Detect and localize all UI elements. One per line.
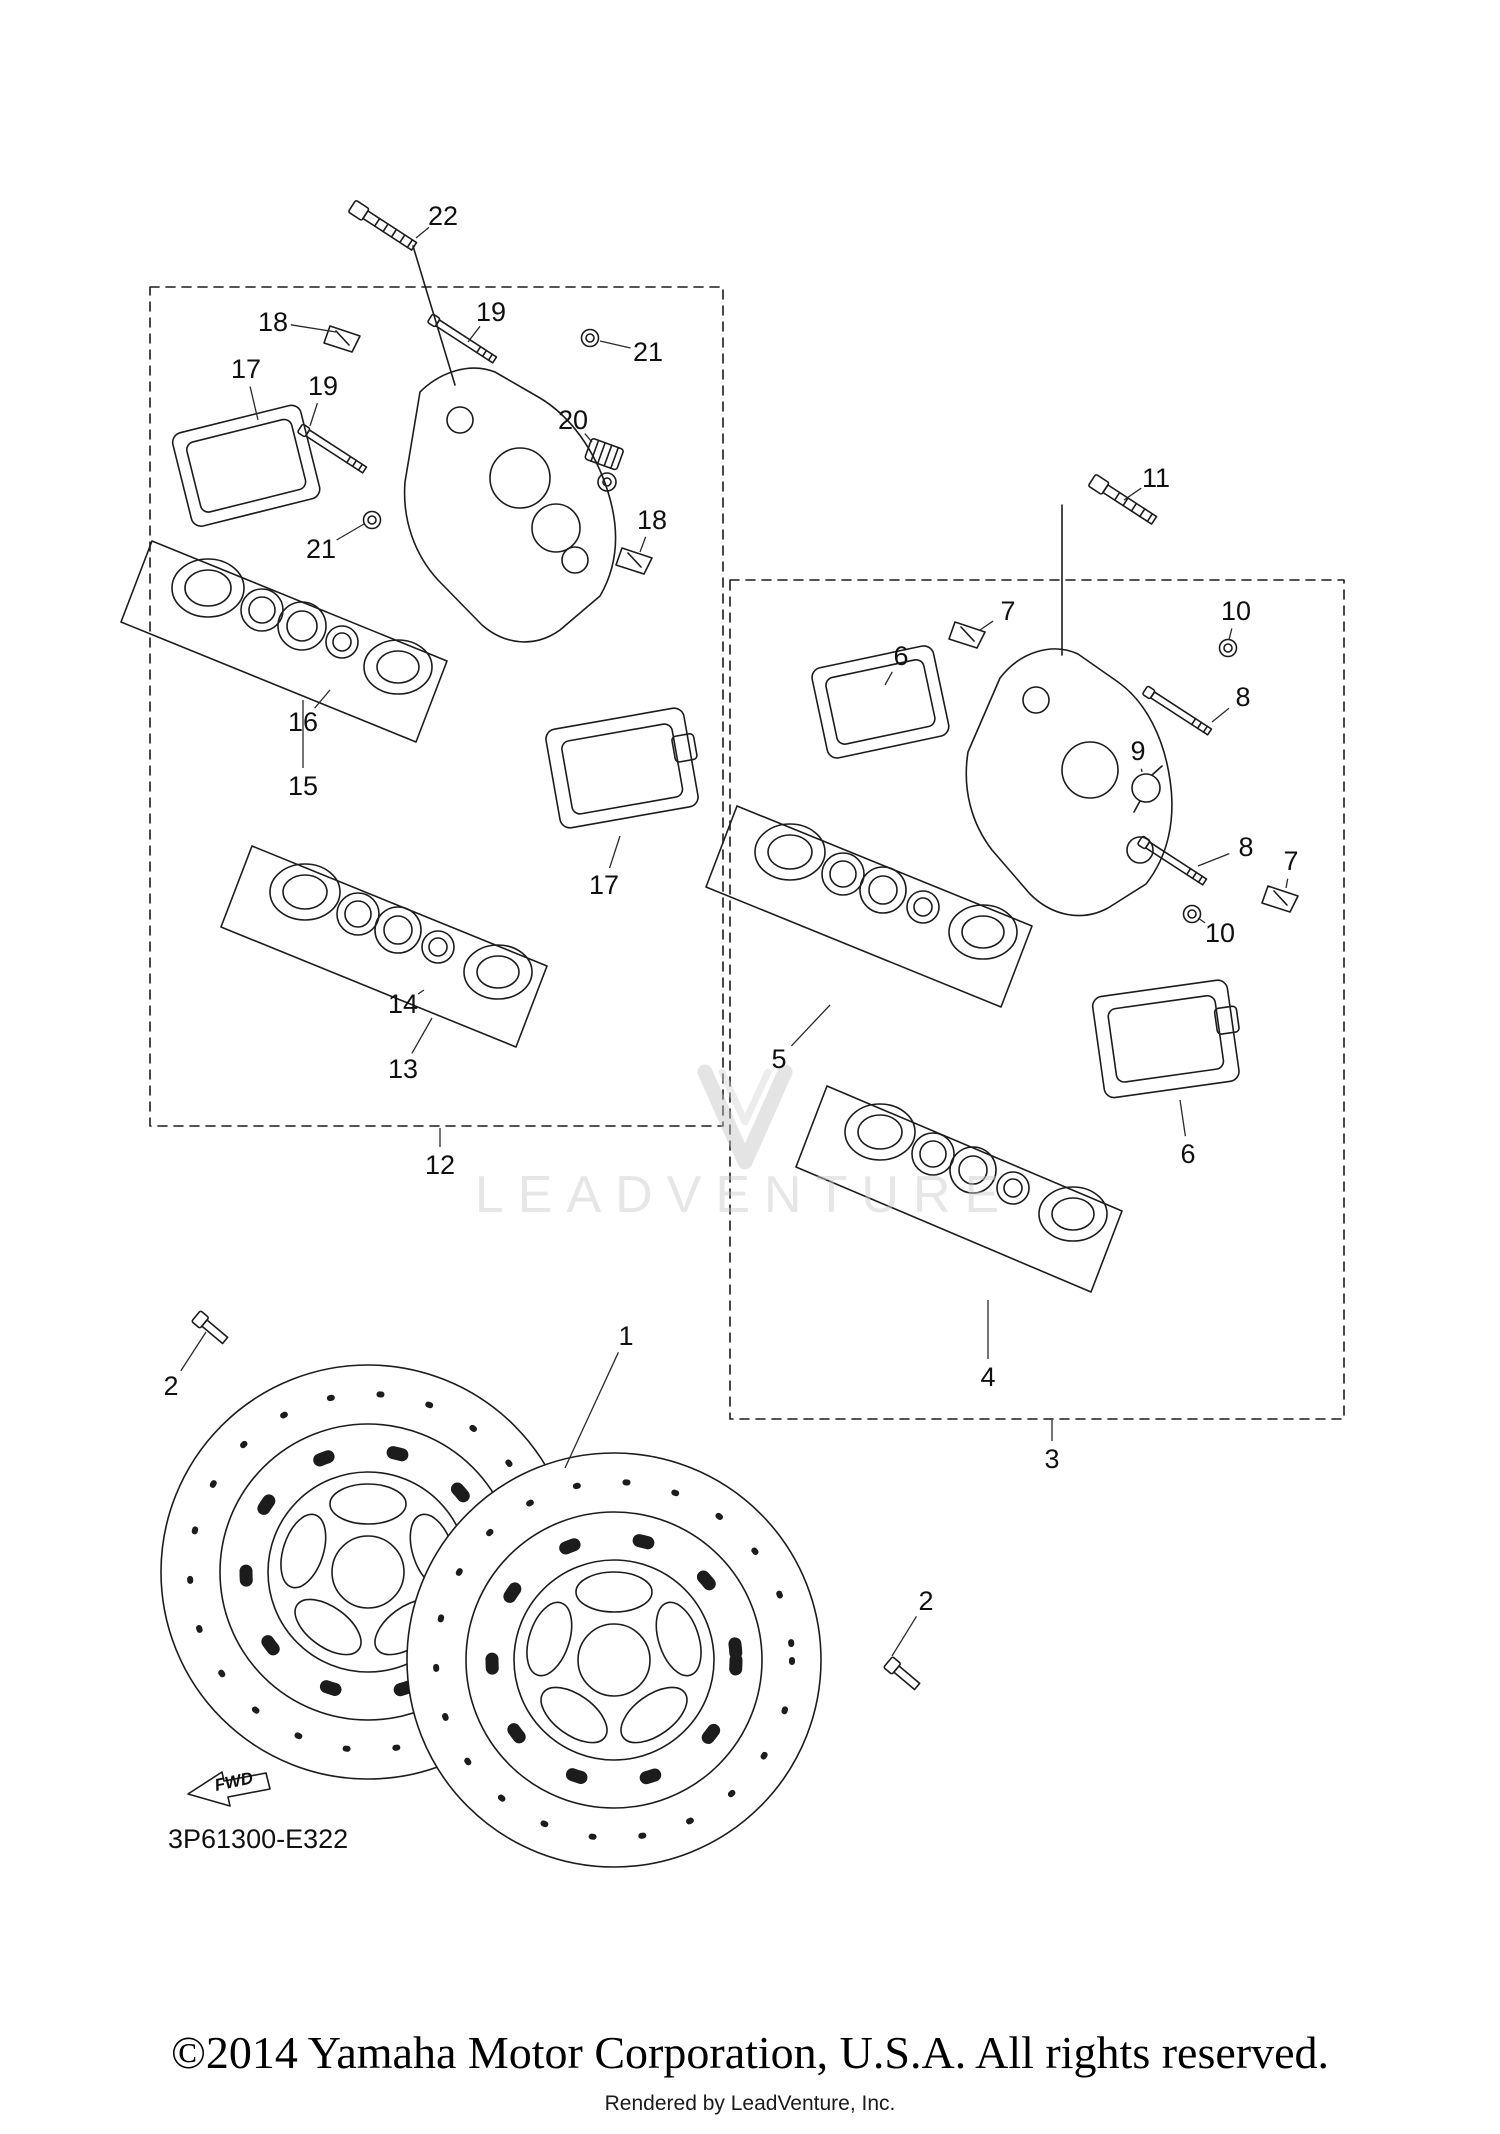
callout-leader-line bbox=[599, 340, 631, 349]
callout-label-21: 21 bbox=[633, 337, 663, 367]
watermark-text: LEADVENTURE bbox=[475, 1166, 1013, 1224]
washer-21-upper bbox=[580, 328, 600, 348]
washer-10-lower bbox=[1182, 904, 1202, 924]
callout-leader-line bbox=[1179, 1099, 1187, 1137]
callout-label-7: 7 bbox=[1000, 596, 1015, 626]
callout-label-17: 17 bbox=[589, 870, 619, 900]
watermark: LEADVENTURE bbox=[475, 1064, 1013, 1224]
callout-leader-line bbox=[1197, 852, 1230, 867]
callout-label-6: 6 bbox=[893, 641, 908, 671]
callout-leader-line bbox=[884, 671, 893, 686]
callout-leader-line bbox=[790, 1004, 831, 1047]
right-caliper-assembly-box bbox=[729, 579, 1345, 1420]
pad-shim-18-upper bbox=[323, 325, 361, 353]
callout-label-19: 19 bbox=[476, 297, 506, 327]
callout-label-22: 22 bbox=[428, 201, 458, 231]
pad-pin-8-upper bbox=[1141, 685, 1214, 737]
piston-seal-set-5-upper bbox=[705, 805, 1033, 1008]
fwd-arrow: FWD bbox=[187, 1768, 271, 1807]
callout-label-12: 12 bbox=[425, 1150, 455, 1180]
callout-label-18: 18 bbox=[637, 505, 667, 535]
leadventure-logo-inner bbox=[718, 1068, 772, 1126]
callout-label-4: 4 bbox=[980, 1362, 995, 1392]
callout-leader-line bbox=[336, 523, 365, 541]
callout-leader-line bbox=[290, 324, 337, 333]
brake-disc-right bbox=[407, 1453, 821, 1867]
callout-label-20: 20 bbox=[558, 405, 588, 435]
brake-pad-17-upper bbox=[171, 404, 321, 527]
right-caliper-body bbox=[965, 648, 1173, 917]
callout-label-10: 10 bbox=[1221, 596, 1251, 626]
left-caliper-body bbox=[403, 367, 617, 643]
callout-leader-line bbox=[1285, 878, 1289, 889]
callout-leader-line bbox=[415, 226, 430, 239]
callout-label-14: 14 bbox=[388, 989, 418, 1019]
callout-leader-line bbox=[979, 620, 994, 631]
callout-label-11: 11 bbox=[1142, 463, 1170, 493]
callout-label-8: 8 bbox=[1235, 682, 1250, 712]
callout-label-21: 21 bbox=[306, 534, 336, 564]
pad-pin-19-lower bbox=[296, 423, 369, 475]
callout-label-13: 13 bbox=[388, 1054, 418, 1084]
brake-pad-6-upper bbox=[811, 645, 950, 759]
callout-leader-line bbox=[891, 1615, 918, 1657]
exploded-view-geometry: LEADVENTURE FWD 3P61300-E322 bbox=[120, 199, 1345, 1867]
callout-label-8: 8 bbox=[1238, 832, 1253, 862]
callout-leader-line bbox=[608, 835, 621, 869]
disc-bolt-2-left bbox=[190, 1309, 231, 1347]
callout-label-9: 9 bbox=[1130, 736, 1145, 766]
callout-label-1: 1 bbox=[618, 1321, 633, 1351]
callout-label-15: 15 bbox=[288, 771, 318, 801]
retaining-clip-9 bbox=[1131, 765, 1163, 813]
callout-leader-line bbox=[1197, 917, 1206, 924]
callout-leader-line bbox=[314, 689, 331, 709]
callout-label-7: 7 bbox=[1283, 846, 1298, 876]
callout-leader-line bbox=[1123, 487, 1142, 501]
callout-leader-line bbox=[1228, 628, 1233, 641]
callout-leader-line bbox=[180, 1331, 207, 1372]
callout-label-10: 10 bbox=[1205, 918, 1235, 948]
callout-leader-line bbox=[639, 536, 647, 553]
callout-label-19: 19 bbox=[308, 371, 338, 401]
leadventure-logo bbox=[697, 1064, 793, 1170]
brake-pad-6-lower bbox=[1091, 979, 1240, 1099]
disc-bolt-2-right bbox=[882, 1655, 923, 1693]
washer-10-upper bbox=[1218, 638, 1238, 658]
callout-label-2: 2 bbox=[163, 1371, 178, 1401]
rendered-by-text: Rendered by LeadVenture, Inc. bbox=[604, 2092, 896, 2115]
callout-label-5: 5 bbox=[771, 1044, 786, 1074]
brake-pad-17-lower bbox=[545, 707, 699, 829]
callout-leader-line bbox=[584, 433, 593, 443]
callout-leader-line bbox=[411, 1017, 433, 1054]
copyright-text: ©2014 Yamaha Motor Corporation, U.S.A. A… bbox=[170, 2027, 1330, 2078]
piston-seal-set-4-lower bbox=[795, 1085, 1123, 1293]
pad-shim-7-upper bbox=[948, 621, 986, 649]
piston-seal-set-13-14 bbox=[220, 845, 548, 1048]
caliper-bolt-22 bbox=[347, 199, 419, 253]
callout-label-17: 17 bbox=[231, 354, 261, 384]
callout-leader-line bbox=[1140, 768, 1143, 773]
callout-label-3: 3 bbox=[1044, 1444, 1059, 1474]
callout-leader-line bbox=[1211, 707, 1230, 723]
drawing-number: 3P61300-E322 bbox=[168, 1824, 348, 1854]
callout-leader-line bbox=[467, 325, 481, 343]
callout-leader-line bbox=[564, 1352, 619, 1469]
pad-spring-20 bbox=[584, 438, 624, 492]
callout-label-6: 6 bbox=[1180, 1139, 1195, 1169]
pad-shim-18-lower bbox=[615, 547, 653, 575]
callout-leader-line bbox=[417, 989, 425, 995]
callout-leader-line bbox=[249, 386, 259, 421]
callout-label-2: 2 bbox=[918, 1586, 933, 1616]
washer-21-lower bbox=[362, 510, 382, 530]
left-caliper-assembly-box bbox=[149, 286, 724, 1127]
callout-label-18: 18 bbox=[258, 307, 288, 337]
callout-leader-line bbox=[309, 402, 319, 427]
pad-shim-7-lower bbox=[1261, 885, 1299, 913]
piston-seal-set-15-16 bbox=[120, 540, 448, 743]
